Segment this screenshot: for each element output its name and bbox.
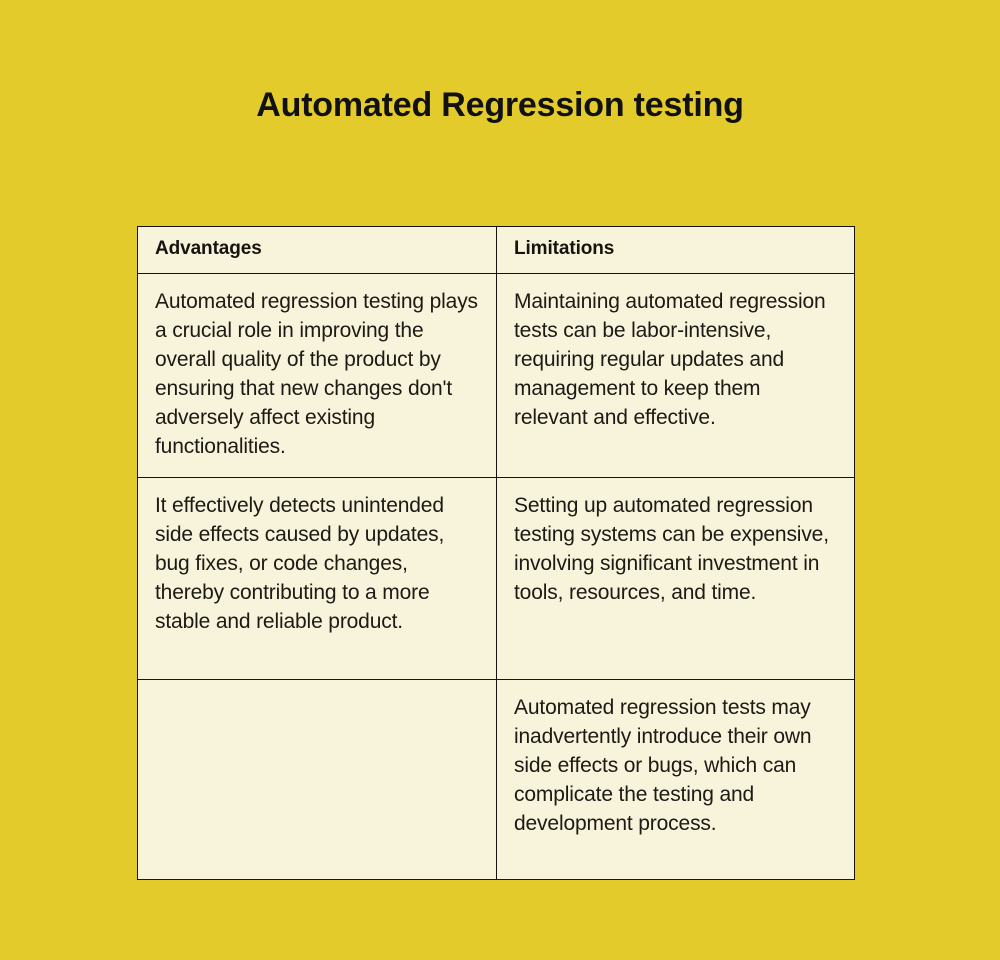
table-row: It effectively detects unintended side e… bbox=[137, 477, 855, 680]
advantage-text-2: It effectively detects unintended side e… bbox=[155, 494, 445, 633]
comparison-table: Advantages Limitations Automated regress… bbox=[137, 226, 855, 880]
limitation-cell-3: Automated regression tests may inadverte… bbox=[496, 679, 855, 880]
limitation-text-1: Maintaining automated regression tests c… bbox=[514, 290, 826, 429]
limitation-text-3: Automated regression tests may inadverte… bbox=[514, 696, 812, 835]
page-title: Automated Regression testing bbox=[256, 86, 744, 124]
limitation-cell-1: Maintaining automated regression tests c… bbox=[496, 273, 855, 478]
limitation-text-2: Setting up automated regression testing … bbox=[514, 494, 829, 604]
comparison-table-container: Advantages Limitations Automated regress… bbox=[137, 226, 855, 880]
table-row: Automated regression tests may inadverte… bbox=[137, 679, 855, 880]
table-body: Automated regression testing plays a cru… bbox=[137, 273, 855, 880]
column-header-advantages: Advantages bbox=[137, 226, 497, 274]
advantage-cell-3 bbox=[137, 679, 497, 880]
column-header-limitations: Limitations bbox=[496, 226, 855, 274]
limitation-cell-2: Setting up automated regression testing … bbox=[496, 477, 855, 680]
table-header-row: Advantages Limitations bbox=[137, 226, 855, 274]
table-row: Automated regression testing plays a cru… bbox=[137, 273, 855, 478]
advantage-cell-1: Automated regression testing plays a cru… bbox=[137, 273, 497, 478]
advantage-text-1: Automated regression testing plays a cru… bbox=[155, 290, 478, 458]
advantage-cell-2: It effectively detects unintended side e… bbox=[137, 477, 497, 680]
table-header: Advantages Limitations bbox=[137, 226, 855, 274]
